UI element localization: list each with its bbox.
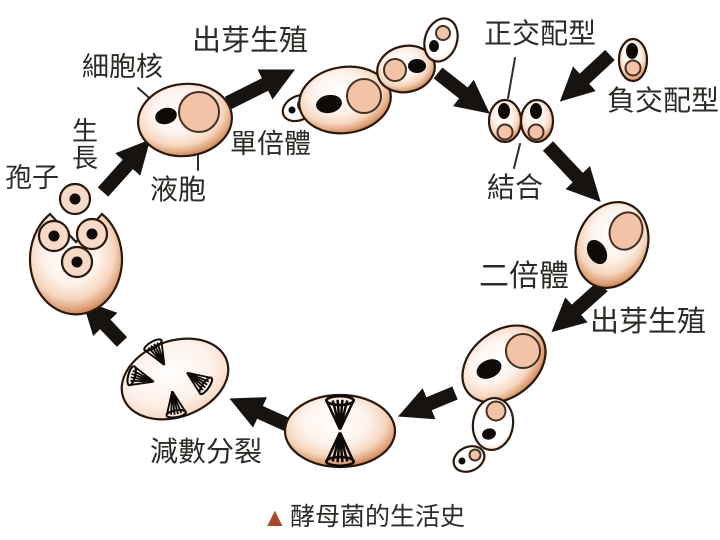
arrow-to-conjugation-left: [433, 67, 490, 114]
arrow-growth: [97, 139, 151, 197]
nucleus-shape: [155, 107, 177, 125]
spindle-cell: [283, 393, 397, 469]
diploid-cell: [574, 201, 650, 289]
pointer-conjugation: [513, 143, 521, 169]
minus-mating-cell: [617, 37, 649, 83]
label-diploid: 二倍體: [479, 260, 569, 293]
label-budding-right: 出芽生殖: [590, 305, 706, 338]
haploid-cell: [137, 82, 233, 158]
diploid-budding-cells: [452, 324, 547, 473]
haploid-budding-cells: [281, 17, 459, 135]
svg-text:生: 生: [72, 116, 98, 146]
caption-text: 酵母菌的生活史: [290, 503, 465, 531]
arrow-meiosis-to-ascus: [82, 300, 128, 347]
conjugating-pair: [487, 98, 555, 144]
label-meiosis: 減數分裂: [150, 436, 262, 467]
arrow-to-conjugation-right: [559, 49, 615, 102]
ascus-spore-sac: [28, 182, 124, 316]
arrow-budding-to-spindle: [398, 386, 458, 420]
vacuole-shape: [178, 91, 220, 133]
label-minus-mating: 負交配型: [607, 85, 719, 116]
caption-triangle-icon: ▲: [262, 502, 288, 532]
label-budding-top: 出芽生殖: [192, 24, 308, 57]
arrow-conjugation-to-diploid: [542, 141, 601, 203]
spores-inside: [37, 217, 109, 279]
svg-text:長: 長: [72, 143, 98, 173]
label-vacuole: 液胞: [150, 174, 206, 205]
spore-escaping: [58, 182, 92, 216]
label-haploid: 單倍體: [230, 129, 311, 159]
label-conjugation: 結合: [487, 172, 543, 203]
arrow-spindle-to-meiosis: [229, 397, 291, 432]
caption: ▲ 酵母菌的生活史: [262, 502, 465, 532]
arrow-diploid-to-budding: [551, 280, 608, 333]
label-cell-nucleus: 細胞核: [82, 52, 163, 82]
label-plus-mating: 正交配型: [484, 18, 596, 49]
arrow-budding-top: [224, 69, 296, 110]
label-spore: 孢子: [5, 163, 59, 193]
pointer-plus-mating: [507, 57, 516, 99]
label-growth: 生 長: [72, 116, 98, 173]
meiosis-cell: [120, 336, 230, 421]
